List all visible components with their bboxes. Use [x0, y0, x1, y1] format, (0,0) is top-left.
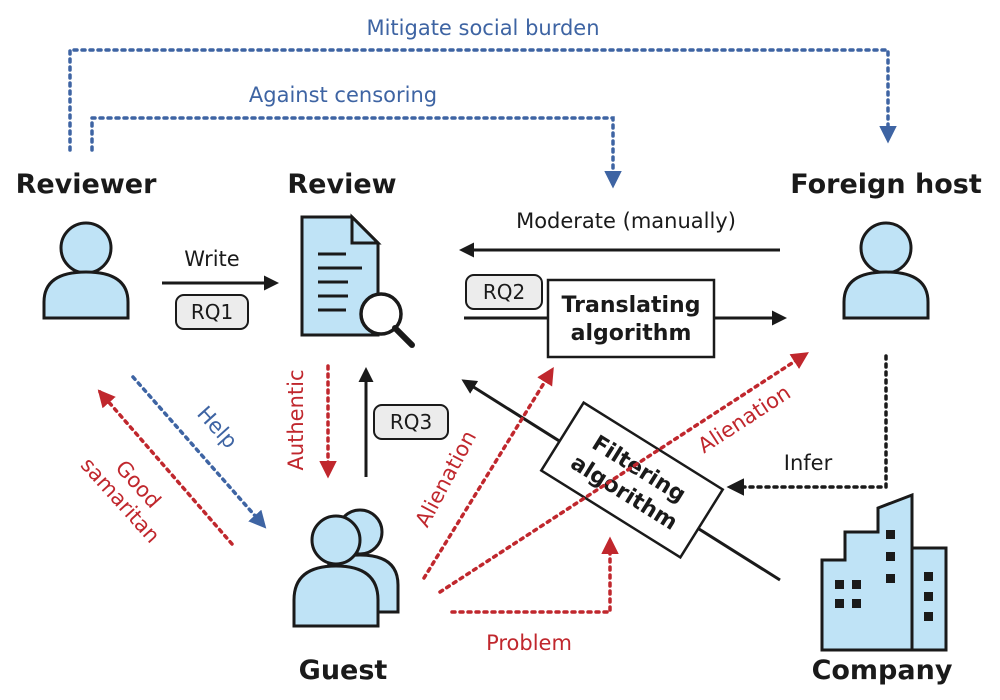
help-arrow	[131, 375, 267, 529]
censoring-label: Against censoring	[249, 83, 437, 107]
infer-label: Infer	[784, 451, 833, 475]
help-label: Help	[192, 401, 242, 453]
censoring-arrow	[90, 116, 622, 189]
problem-label: Problem	[486, 631, 572, 655]
alienation-left-label: Alienation	[410, 427, 481, 531]
authentic-label: Authentic	[284, 369, 308, 470]
svg-text:Translating: Translating	[562, 293, 701, 318]
company-label: Company	[812, 655, 953, 686]
translating-algorithm-box: Translating algorithm	[546, 278, 716, 359]
company-building-icon	[820, 492, 948, 652]
alienation-left-arrow	[422, 367, 554, 580]
review-label: Review	[287, 169, 396, 200]
mitigate-label: Mitigate social burden	[366, 16, 599, 40]
write-label: Write	[184, 247, 239, 271]
problem-arrow	[450, 536, 619, 614]
reviewer-label: Reviewer	[16, 169, 158, 200]
svg-text:RQ1: RQ1	[191, 300, 233, 324]
guest-people-icon	[292, 508, 400, 628]
svg-text:RQ2: RQ2	[483, 280, 525, 304]
reviewer-person-icon	[42, 221, 130, 320]
alienation-right-arrow	[438, 352, 809, 594]
rq2-badge: RQ2	[465, 274, 543, 310]
good-samaritan-label: Good samaritan	[76, 453, 166, 548]
infer-arrow	[726, 354, 888, 496]
guest-label: Guest	[299, 655, 388, 686]
review-document-icon	[300, 213, 415, 348]
rq1-badge: RQ1	[175, 294, 249, 330]
good-samaritan-arrow	[97, 389, 234, 546]
foreign-host-label: Foreign host	[790, 169, 982, 200]
moderate-label: Moderate (manually)	[516, 209, 736, 233]
mitigate-arrow	[68, 48, 897, 152]
foreign-host-person-icon	[842, 221, 930, 320]
svg-text:RQ3: RQ3	[390, 410, 432, 434]
svg-text:algorithm: algorithm	[571, 321, 692, 346]
rq3-badge: RQ3	[373, 404, 449, 440]
filtering-algorithm-box: Filtering algorithm	[539, 400, 725, 560]
